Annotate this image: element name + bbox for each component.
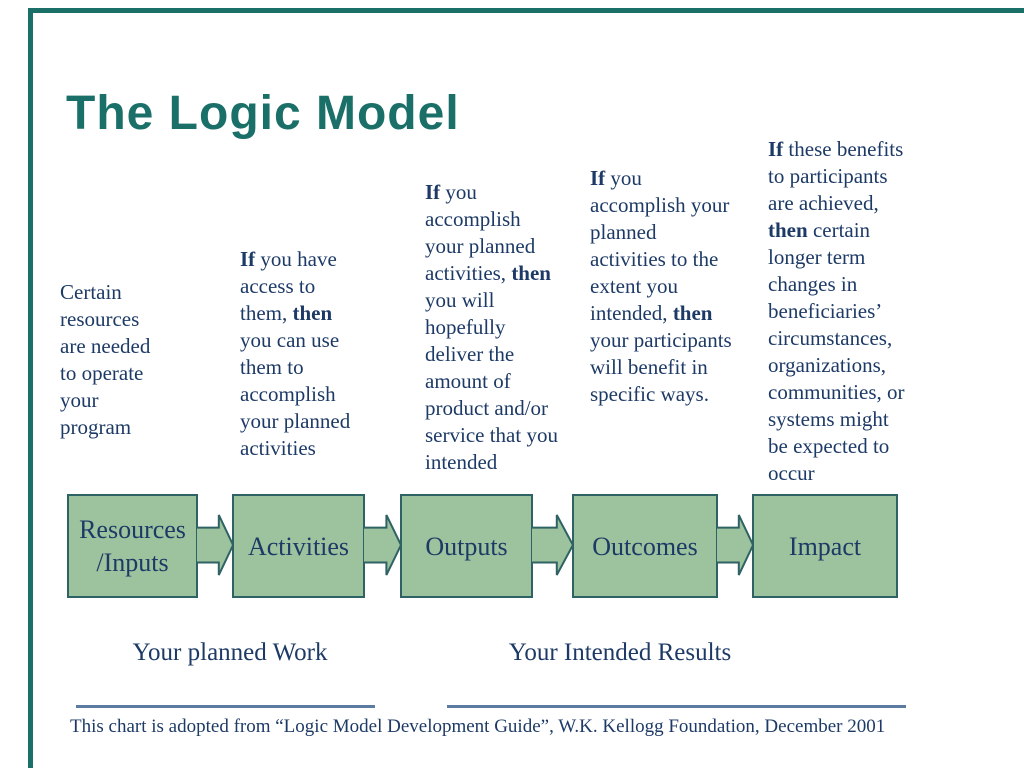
flow-box-impact: Impact	[752, 494, 898, 598]
flow-box-label: Impact	[788, 531, 862, 561]
flow-box-label: Resources /Inputs	[79, 515, 186, 577]
flow-arrow-1	[196, 514, 234, 576]
flow-box-activities: Activities	[232, 494, 365, 598]
flow-box-outcomes: Outcomes	[572, 494, 718, 598]
flow-arrow-3	[531, 514, 574, 576]
description-outputs: If you accomplish your planned activitie…	[425, 180, 558, 474]
slide-accent-border-top	[28, 8, 1024, 13]
flow-arrow-2	[363, 514, 402, 576]
flow-box-resources-inputs: Resources /Inputs	[67, 494, 198, 598]
description-outcomes: If you accomplish your planned activitie…	[590, 166, 732, 406]
flow-box-label: Outcomes	[592, 531, 698, 561]
flow-box-label: Activities	[247, 531, 350, 561]
description-activities: If you have access to them, then you can…	[240, 247, 351, 460]
flow-box-label: Outputs	[425, 531, 508, 561]
flow-arrow-4	[716, 514, 754, 576]
divider-line-right	[447, 705, 906, 708]
divider-line-left	[76, 705, 375, 708]
flow-box-outputs: Outputs	[400, 494, 533, 598]
label-your-planned-work: Your planned Work	[132, 639, 328, 666]
slide-title: The Logic Model	[66, 87, 460, 140]
description-impact: If these benefits to participants are ac…	[768, 137, 905, 485]
description-resources-inputs: Certain resources are needed to operate …	[60, 280, 151, 439]
slide-accent-border-left	[28, 8, 33, 768]
source-citation: This chart is adopted from “Logic Model …	[70, 716, 886, 737]
label-your-intended-results: Your Intended Results	[508, 639, 732, 666]
